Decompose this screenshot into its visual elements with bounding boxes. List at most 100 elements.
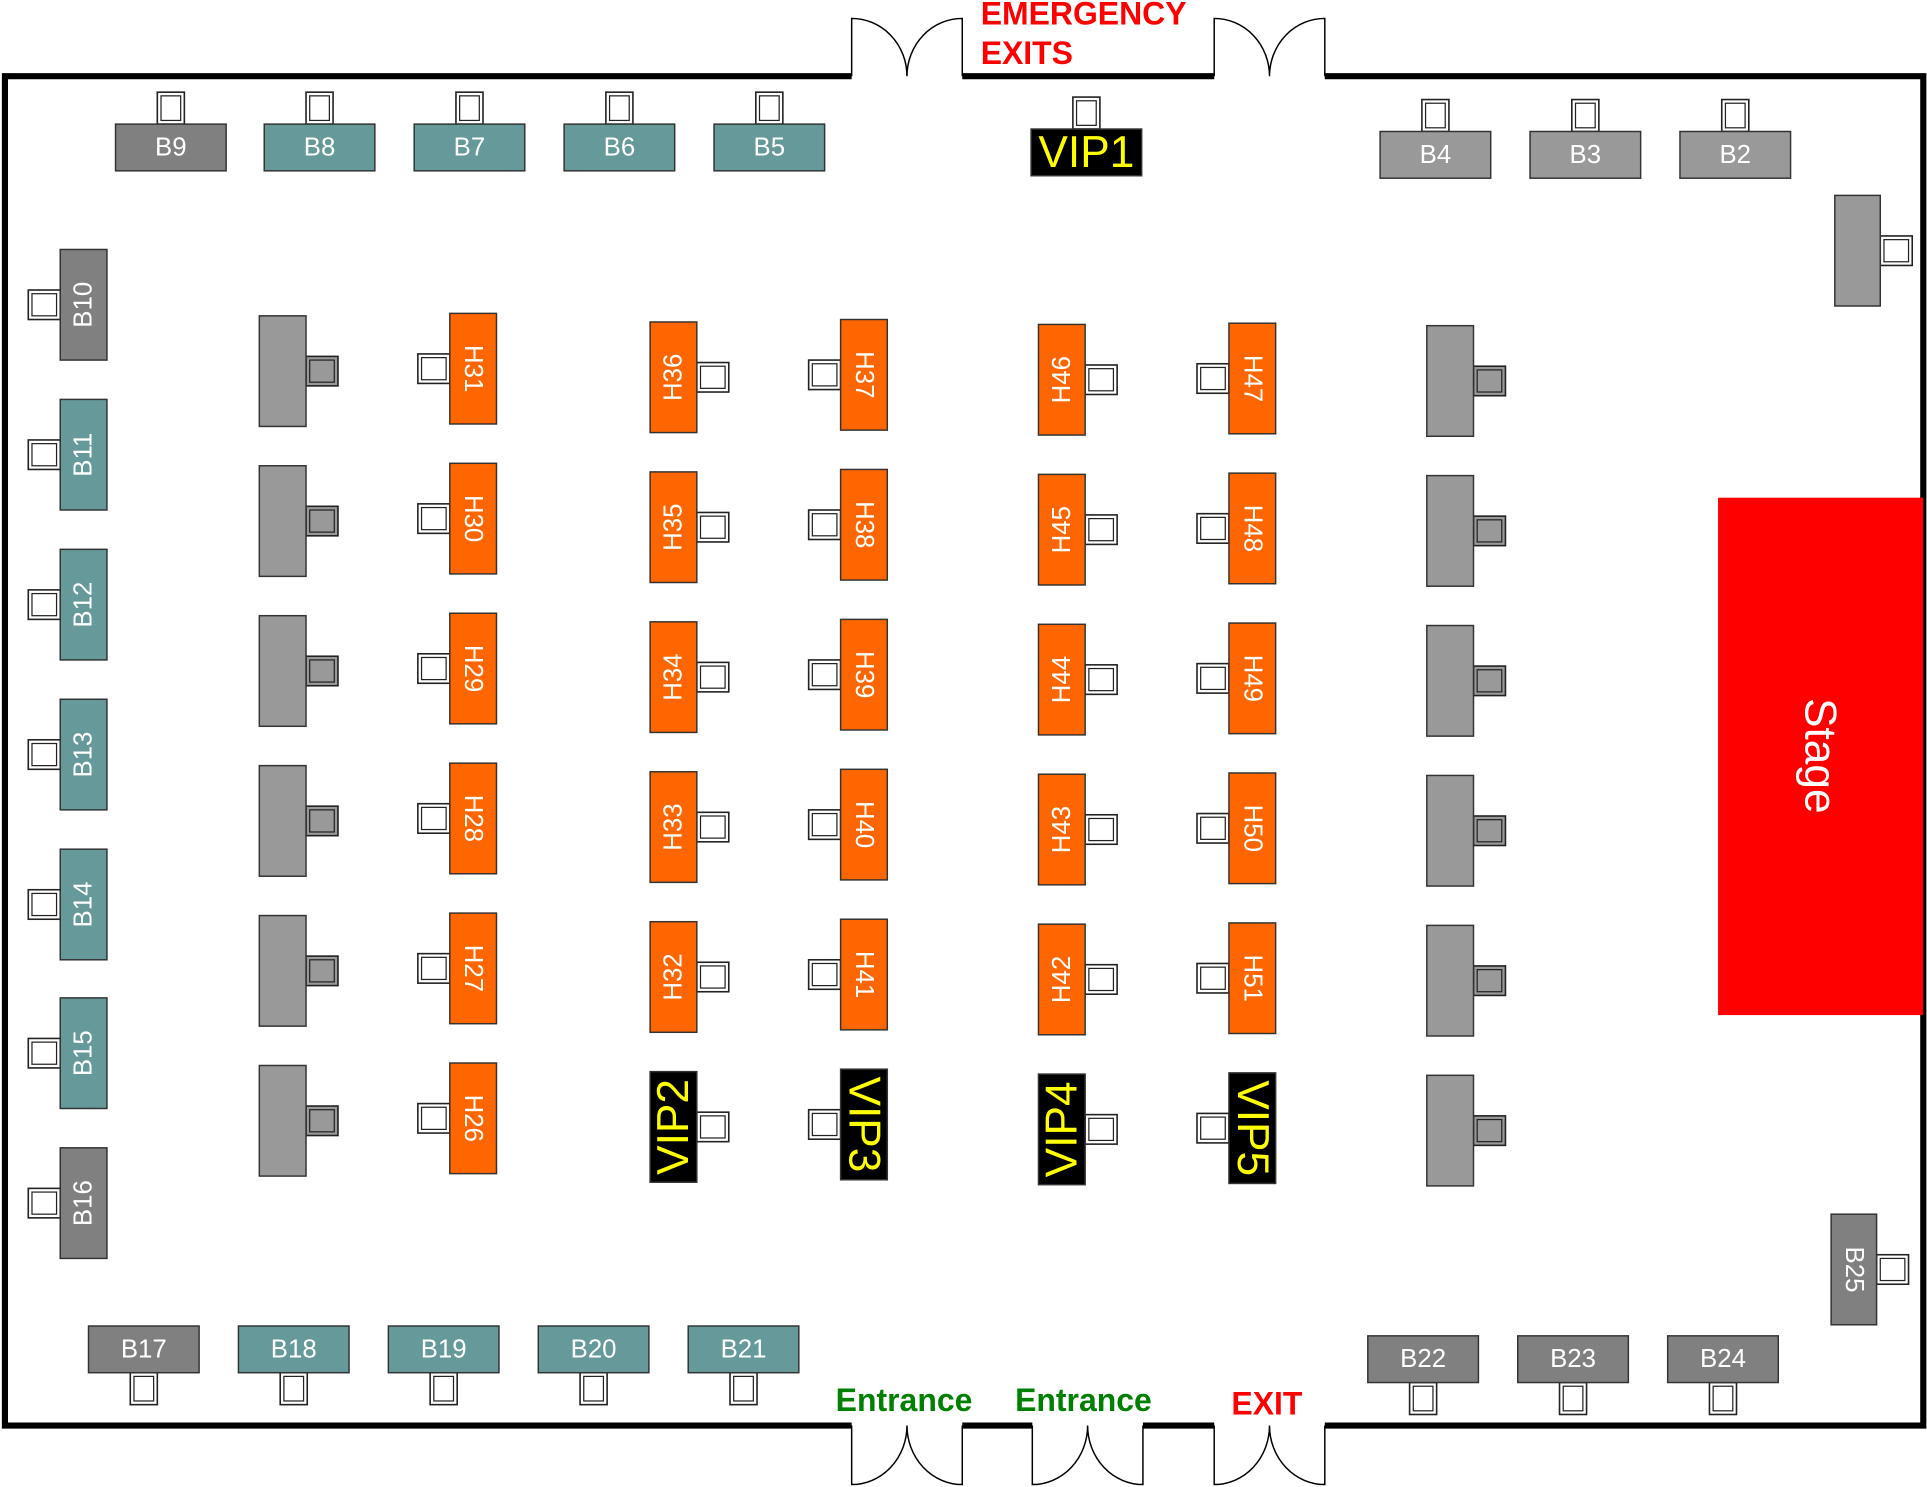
booth-b8[interactable]: B8 — [263, 91, 376, 172]
booth-table[interactable] — [713, 123, 826, 172]
booth-b21[interactable]: B21 — [687, 1325, 800, 1406]
booth-table[interactable] — [1228, 322, 1277, 435]
booth-table[interactable] — [258, 465, 307, 578]
booth-h46[interactable]: H46 — [1037, 323, 1118, 436]
booth-b24[interactable]: B24 — [1666, 1335, 1780, 1416]
booth-h47[interactable]: H47 — [1196, 322, 1277, 435]
booth-table[interactable] — [258, 764, 307, 877]
booth-b15[interactable]: B15 — [27, 997, 108, 1110]
booth-b5[interactable]: B5 — [713, 91, 826, 172]
booth-table[interactable] — [1228, 472, 1277, 585]
stage-area[interactable] — [1718, 497, 1924, 1016]
booth-table[interactable] — [87, 1325, 200, 1374]
booth-table[interactable] — [649, 771, 698, 884]
booth-table[interactable] — [1529, 130, 1642, 179]
booth-table[interactable] — [1037, 473, 1086, 586]
booth-gray-right[interactable] — [1426, 774, 1507, 887]
booth-table[interactable] — [649, 621, 698, 734]
booth-b3[interactable]: B3 — [1529, 98, 1642, 179]
booth-gray-right[interactable] — [1426, 324, 1507, 438]
booth-h26[interactable]: H26 — [417, 1062, 498, 1175]
booth-gray-right[interactable] — [1426, 1074, 1507, 1187]
booth-gray-right[interactable] — [1426, 624, 1507, 737]
booth-table[interactable] — [839, 768, 889, 881]
booth-gray-left[interactable] — [258, 614, 339, 728]
booth-b14[interactable]: B14 — [27, 848, 108, 961]
booth-gray-left[interactable] — [258, 315, 339, 428]
booth-b23[interactable]: B23 — [1517, 1335, 1630, 1416]
booth-b4[interactable]: B4 — [1379, 98, 1492, 179]
booth-table[interactable] — [449, 1062, 498, 1175]
booth-gray-left[interactable] — [258, 764, 339, 877]
booth-table[interactable] — [1679, 130, 1792, 179]
booth-table[interactable] — [59, 248, 108, 361]
booth-table[interactable] — [1426, 474, 1475, 587]
booth-vip2[interactable]: VIP2 — [649, 1070, 730, 1183]
booth-table[interactable] — [449, 312, 498, 425]
booth-gray-left[interactable] — [258, 1064, 339, 1177]
booth-table[interactable] — [1037, 623, 1086, 736]
booth-table[interactable] — [649, 920, 698, 1034]
booth-h32[interactable]: H32 — [649, 920, 730, 1034]
booth-table[interactable] — [387, 1325, 500, 1374]
booth-b11[interactable]: B11 — [27, 398, 108, 511]
booth-table[interactable] — [687, 1325, 800, 1374]
booth-table[interactable] — [258, 614, 307, 728]
booth-table[interactable] — [59, 548, 108, 661]
booth-table[interactable] — [1426, 774, 1475, 887]
booth-table[interactable] — [1666, 1335, 1780, 1384]
booth-h42[interactable]: H42 — [1037, 923, 1118, 1036]
booth-h51[interactable]: H51 — [1196, 922, 1277, 1035]
booth-h37[interactable]: H37 — [807, 318, 889, 431]
booth-b25[interactable]: B25 — [1830, 1213, 1910, 1326]
booth-table[interactable] — [839, 918, 889, 1031]
booth-table[interactable] — [1030, 128, 1143, 177]
booth-table[interactable] — [114, 123, 227, 172]
exit-door[interactable] — [1213, 1425, 1326, 1486]
booth-b2[interactable]: B2 — [1679, 98, 1792, 179]
booth-h48[interactable]: H48 — [1196, 472, 1277, 585]
booth-h35[interactable]: H35 — [649, 471, 730, 584]
booth-table[interactable] — [237, 1325, 350, 1374]
booth-table[interactable] — [449, 762, 498, 875]
booth-b9[interactable]: B9 — [114, 91, 227, 172]
booth-table[interactable] — [649, 1070, 698, 1183]
booth-table[interactable] — [59, 997, 108, 1110]
booth-h40[interactable]: H40 — [807, 768, 889, 881]
booth-gray-right[interactable] — [1426, 474, 1507, 587]
booth-table[interactable] — [258, 1064, 307, 1177]
booth-h34[interactable]: H34 — [649, 621, 730, 734]
booth-table[interactable] — [563, 123, 676, 172]
stage[interactable]: Stage — [1718, 497, 1924, 1016]
booth-table[interactable] — [1834, 194, 1882, 307]
booth-h49[interactable]: H49 — [1196, 622, 1277, 735]
booth-table[interactable] — [1517, 1335, 1630, 1384]
booth-table[interactable] — [839, 1068, 889, 1181]
booth-table[interactable] — [263, 123, 376, 172]
emergency-exit-door-1[interactable] — [850, 17, 964, 77]
booth-table[interactable] — [59, 1147, 108, 1260]
booth-b20[interactable]: B20 — [537, 1325, 650, 1406]
booth-b16[interactable]: B16 — [27, 1147, 108, 1260]
booth-b17[interactable]: B17 — [87, 1325, 200, 1406]
booth-table[interactable] — [1426, 924, 1475, 1037]
booth-table[interactable] — [1228, 772, 1277, 885]
booth-h30[interactable]: H30 — [417, 462, 498, 575]
booth-table[interactable] — [1830, 1213, 1878, 1326]
booth-vip5[interactable]: VIP5 — [1196, 1072, 1277, 1185]
booth-table[interactable] — [649, 471, 698, 584]
booth-h38[interactable]: H38 — [807, 468, 889, 581]
booth-b18[interactable]: B18 — [237, 1325, 350, 1406]
booth-table[interactable] — [1228, 1072, 1277, 1185]
emergency-exit-door-2[interactable] — [1213, 17, 1326, 77]
booth-table[interactable] — [537, 1325, 650, 1374]
booth-gray-left[interactable] — [258, 914, 339, 1027]
booth-b10[interactable]: B10 — [27, 248, 108, 361]
booth-vip1[interactable]: VIP1 — [1030, 96, 1143, 177]
booth-h43[interactable]: H43 — [1037, 773, 1118, 886]
booth-h31[interactable]: H31 — [417, 312, 498, 425]
booth-table[interactable] — [258, 315, 307, 428]
booth-h50[interactable]: H50 — [1196, 772, 1277, 885]
booth-h29[interactable]: H29 — [417, 612, 498, 725]
booth-h28[interactable]: H28 — [417, 762, 498, 875]
